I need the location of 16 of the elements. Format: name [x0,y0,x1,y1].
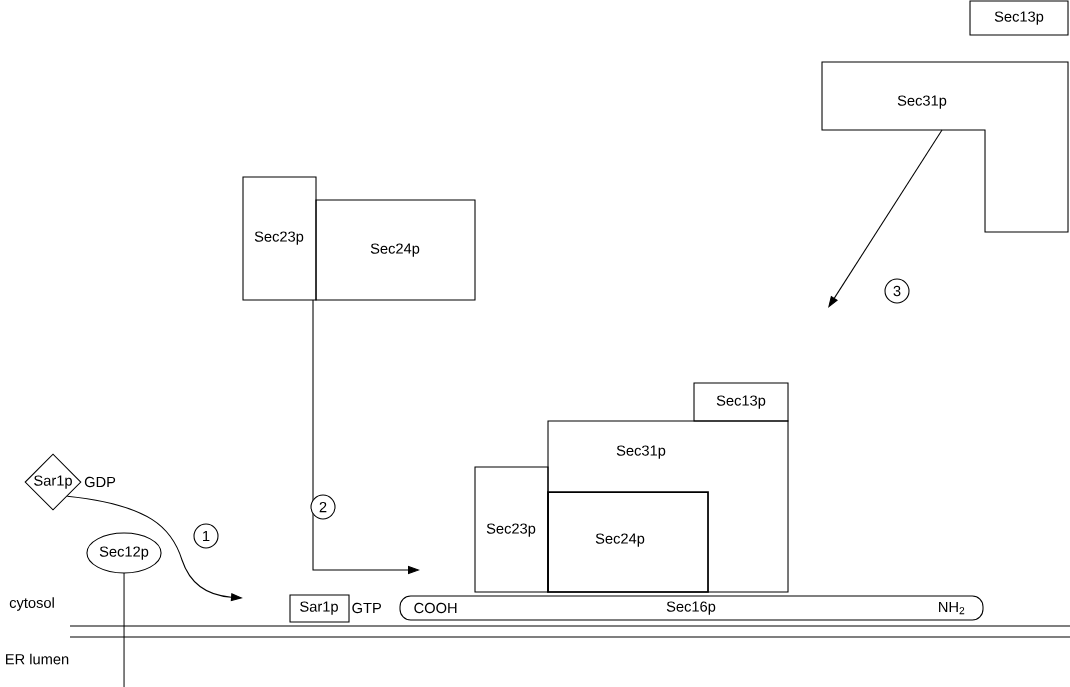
arrow [828,129,943,308]
protein-box: Sar1p GTP [289,594,381,623]
node-label: GTP [352,602,381,614]
step-number: 3 [884,278,910,304]
region-label: cytosol [9,597,54,611]
protein-box: Sec13p [693,382,789,422]
protein-bar: COOH Sec16p NH$_{2}$ [399,595,984,621]
protein-box: Sec23p [242,176,317,301]
protein-box: Sec24p [547,491,709,593]
region-label: ER lumen [6,653,69,665]
protein-box: Sec24p [315,199,476,301]
protein-box: Sec23p [474,466,549,593]
step-number: 1 [193,523,219,549]
step-number: 2 [310,494,336,520]
node-label: GDP [84,476,116,488]
protein-box: Sec13p [969,0,1069,36]
